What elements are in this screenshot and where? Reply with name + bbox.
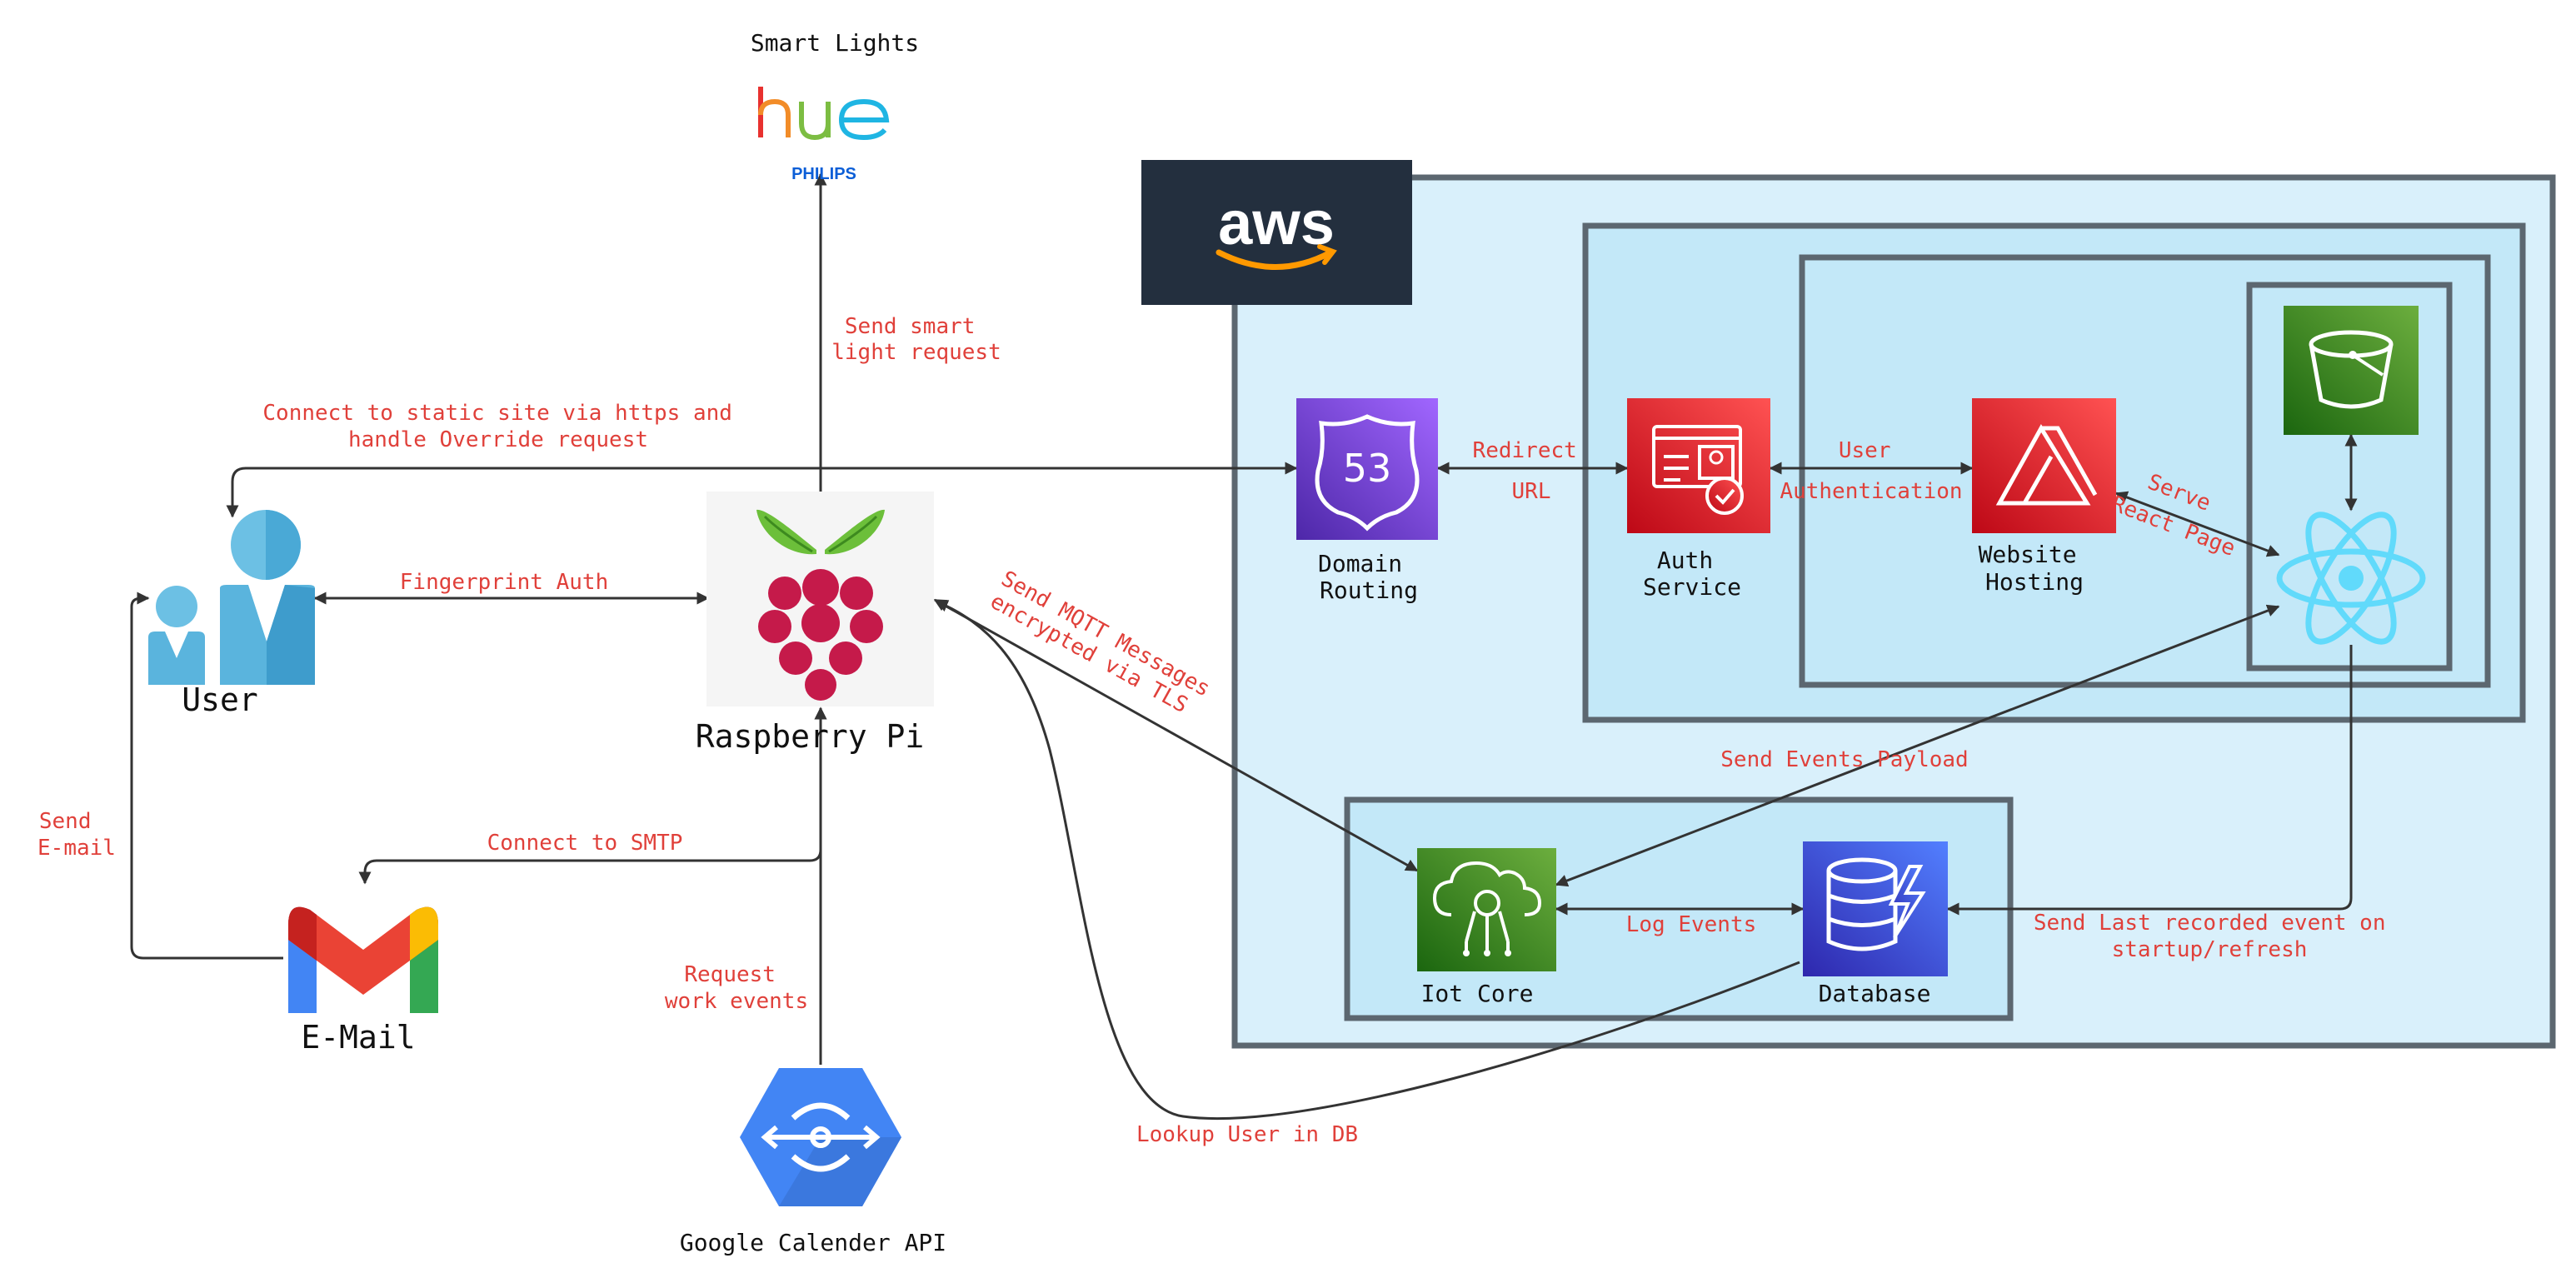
label-send-last-event: Send Last recorded event on startup/refr…: [2034, 911, 2399, 962]
s3-bucket-node: [2284, 306, 2419, 435]
aws-logo: aws: [1141, 160, 1412, 305]
user-icon: [148, 510, 315, 685]
amplify-icon: [1995, 424, 2098, 506]
database-node: Database: [1803, 841, 1948, 1007]
edge-user-to-route53: [226, 462, 1298, 518]
edge-email-to-user: [130, 592, 283, 960]
label-send-smart-light: Send smart light request: [831, 314, 1001, 365]
auth-service-label: Auth Service: [1643, 547, 1741, 601]
cognito-id-card-icon: [1652, 425, 1744, 515]
route53-node: 53 Domain Routing: [1296, 398, 1438, 604]
raspberry-pi-label: Raspberry Pi: [696, 718, 925, 755]
aws-logo-text: aws: [1218, 188, 1335, 257]
database-label: Database: [1819, 980, 1931, 1007]
label-fingerprint-auth: Fingerprint Auth: [400, 570, 608, 595]
google-calendar-api-icon: [740, 1068, 901, 1206]
edge-react-to-database: [1946, 645, 2353, 916]
philips-logo-text: PHILIPS: [791, 165, 856, 183]
label-send-events-payload: Send Events Payload: [1720, 747, 1968, 772]
label-connect-smtp: Connect to SMTP: [487, 831, 683, 856]
hue-logo: PHILIPS: [758, 87, 890, 183]
user-node: User: [148, 510, 315, 718]
label-lookup-user: Lookup User in DB: [1136, 1122, 1358, 1147]
edge-hosting-react: [2114, 491, 2280, 557]
route53-shield-icon: 53: [1315, 414, 1420, 532]
gmail-icon: [288, 906, 438, 1013]
email-node: E-Mail: [288, 906, 438, 1056]
raspberry-pi-node: Raspberry Pi: [696, 492, 934, 755]
edge-database-lookup-to-pi: [935, 600, 1800, 1120]
label-connect-static-site: Connect to static site via https and han…: [262, 401, 745, 452]
s3-bucket-icon: [2309, 330, 2394, 409]
edge-pi-iot: [933, 598, 1419, 872]
google-calendar-node: Google Calender API: [680, 1068, 946, 1256]
label-request-work-events: Request work events: [665, 962, 808, 1014]
dynamodb-icon: [1826, 857, 1926, 951]
edges: [130, 172, 2358, 1120]
iot-core-label: Iot Core: [1421, 980, 1534, 1007]
google-calendar-label: Google Calender API: [680, 1229, 946, 1256]
label-redirect-url: Redirect URL: [1473, 438, 1590, 504]
iot-core-node: Iot Core: [1417, 848, 1556, 1007]
domain-routing-label: Domain Routing: [1318, 550, 1418, 604]
react-icon: [2276, 512, 2426, 645]
email-label: E-Mail: [301, 1019, 415, 1056]
smart-lights-node: Smart Lights PHILIPS: [751, 29, 919, 183]
edge-react-iot: [1555, 604, 2280, 887]
website-hosting-node: Website Hosting: [1972, 398, 2116, 596]
smart-lights-title: Smart Lights: [751, 29, 919, 57]
user-label: User: [182, 681, 258, 718]
label-user-authentication: User Authentication: [1780, 438, 1962, 504]
raspberry-pi-icon: [756, 509, 885, 701]
label-send-email: Send E-mail: [37, 809, 116, 861]
label-log-events: Log Events: [1626, 912, 1757, 937]
auth-service-node: Auth Service: [1627, 398, 1770, 601]
iot-core-cloud-icon: [1432, 861, 1542, 956]
route53-badge-text: 53: [1343, 446, 1392, 491]
website-hosting-label: Website Hosting: [1979, 541, 2091, 596]
